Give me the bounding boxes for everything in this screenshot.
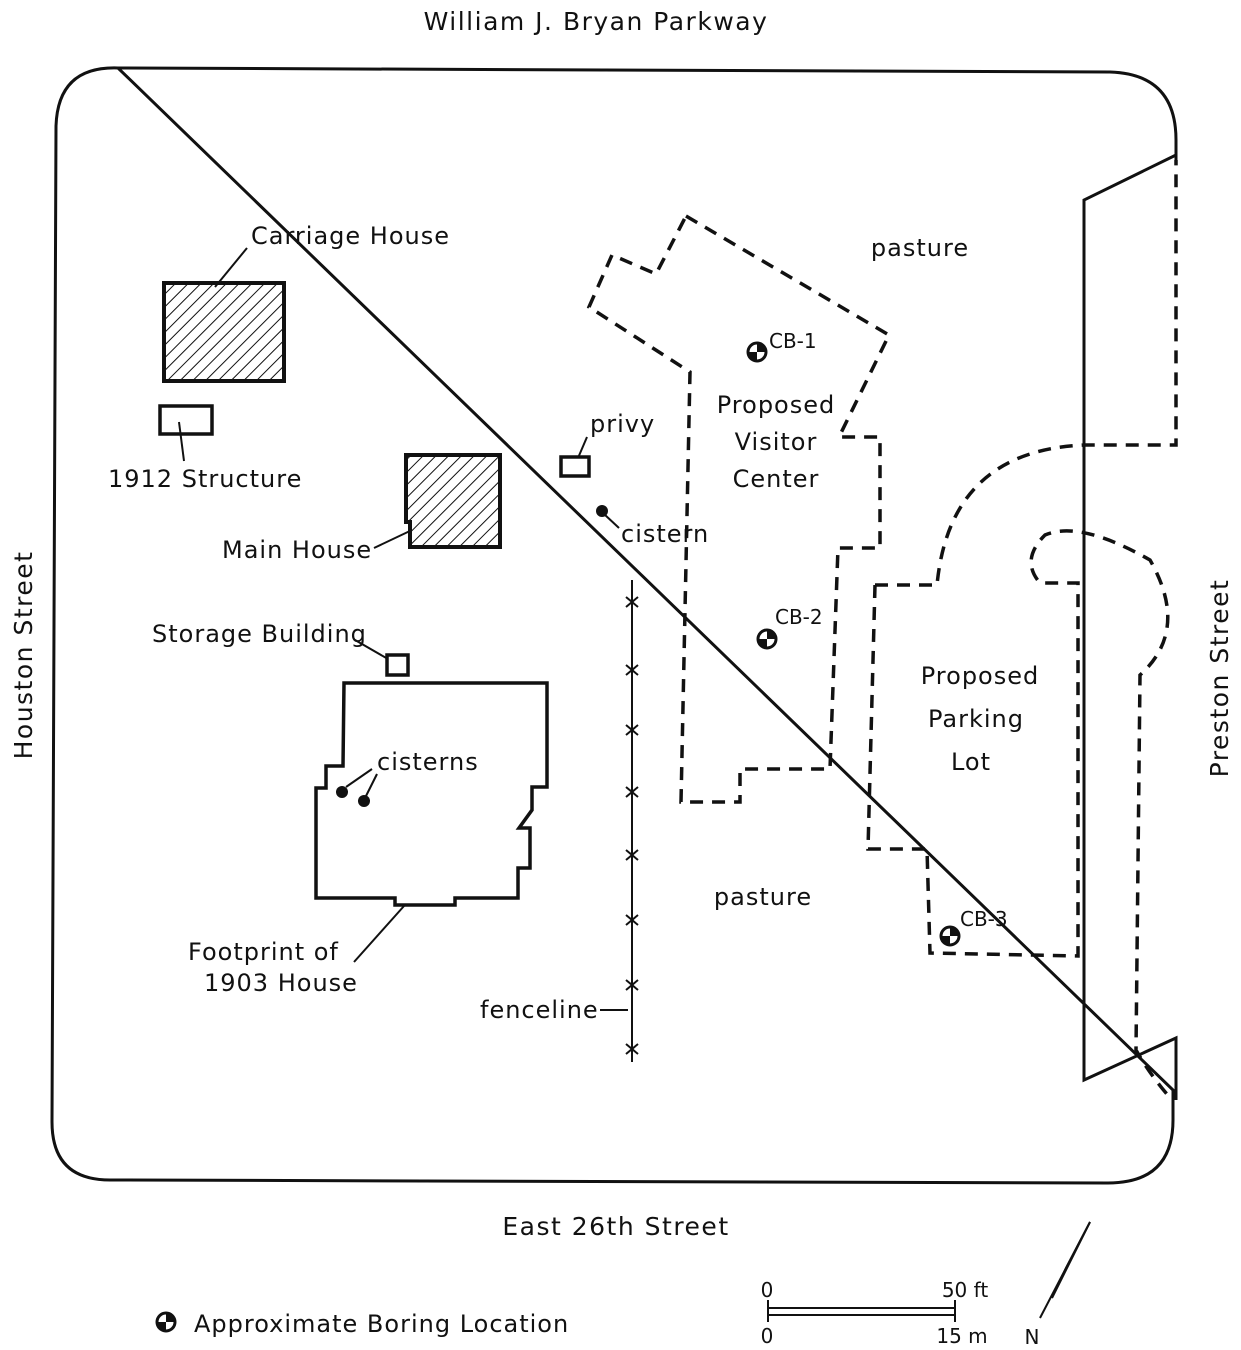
cistern-dot-2 (358, 795, 370, 807)
cistern-label: cistern (621, 520, 709, 548)
structure-1912-leader (178, 421, 185, 462)
boring-cb3 (939, 925, 961, 947)
carriage-house (162, 281, 286, 383)
boring-cb3-label: CB-3 (960, 907, 1008, 931)
north-arrow-icon (1039, 1221, 1091, 1319)
fenceline (625, 580, 639, 1062)
cisterns-leader-2 (365, 773, 378, 797)
footprint-label-line1: Footprint of (188, 938, 339, 966)
fenceline-label: fenceline (480, 996, 599, 1024)
visitor-center-label-line1: Proposed (717, 391, 836, 419)
footprint-label-line2: 1903 House (204, 969, 358, 997)
legend-boring-label: Approximate Boring Location (194, 1310, 569, 1338)
footprint-1903-house (314, 681, 549, 907)
privy-label: privy (590, 410, 655, 438)
cistern-dot-1 (336, 786, 348, 798)
parking-lot-label-line1: Proposed (921, 662, 1040, 690)
proposed-parking-lot-west (866, 529, 1174, 1102)
street-south-label: East 26th Street (502, 1212, 729, 1241)
pasture-south-label: pasture (714, 883, 812, 911)
privy (559, 455, 591, 478)
cistern-leader (603, 513, 620, 529)
structure-1912 (158, 404, 214, 436)
parking-lot-label-line2: Parking (928, 705, 1024, 733)
carriage-house-label: Carriage House (251, 222, 450, 250)
storage-building-leader (354, 639, 389, 660)
street-west-label: Houston Street (9, 551, 38, 760)
main-house-leader (373, 529, 413, 549)
visitor-center-label-line2: Visitor (735, 428, 818, 456)
cisterns-label: cisterns (377, 748, 479, 776)
scale-ft-end: 50 ft (942, 1278, 988, 1302)
scale-bar (767, 1300, 956, 1322)
proposed-parking-lot (875, 160, 1178, 587)
main-house-label: Main House (222, 536, 372, 564)
scale-ft-zero: 0 (761, 1278, 774, 1302)
boring-cb1 (746, 341, 768, 363)
street-north-label: William J. Bryan Parkway (424, 7, 769, 36)
parking-lot-label-line3: Lot (951, 748, 991, 776)
boring-location-icon (155, 1311, 177, 1333)
scale-m-end: 15 m (936, 1324, 987, 1348)
footprint-leader (353, 905, 405, 963)
privy-leader (577, 436, 588, 459)
main-house (404, 453, 502, 549)
pasture-north-label: pasture (871, 234, 969, 262)
preston-street-row (1082, 153, 1178, 1100)
proposed-visitor-center (586, 213, 892, 804)
cisterns-leader-1 (345, 768, 373, 788)
boring-cb2-label: CB-2 (775, 605, 823, 629)
carriage-house-leader (214, 247, 248, 288)
street-east-label: Preston Street (1205, 579, 1234, 778)
storage-building-label: Storage Building (152, 620, 367, 648)
boring-cb2 (756, 628, 778, 650)
boring-cb1-label: CB-1 (769, 329, 817, 353)
scale-m-zero: 0 (761, 1324, 774, 1348)
visitor-center-label-line3: Center (733, 465, 820, 493)
structure-1912-label: 1912 Structure (108, 465, 302, 493)
north-arrow-label: N (1025, 1325, 1040, 1349)
storage-building (385, 653, 410, 677)
property-boundary (50, 66, 1178, 1185)
